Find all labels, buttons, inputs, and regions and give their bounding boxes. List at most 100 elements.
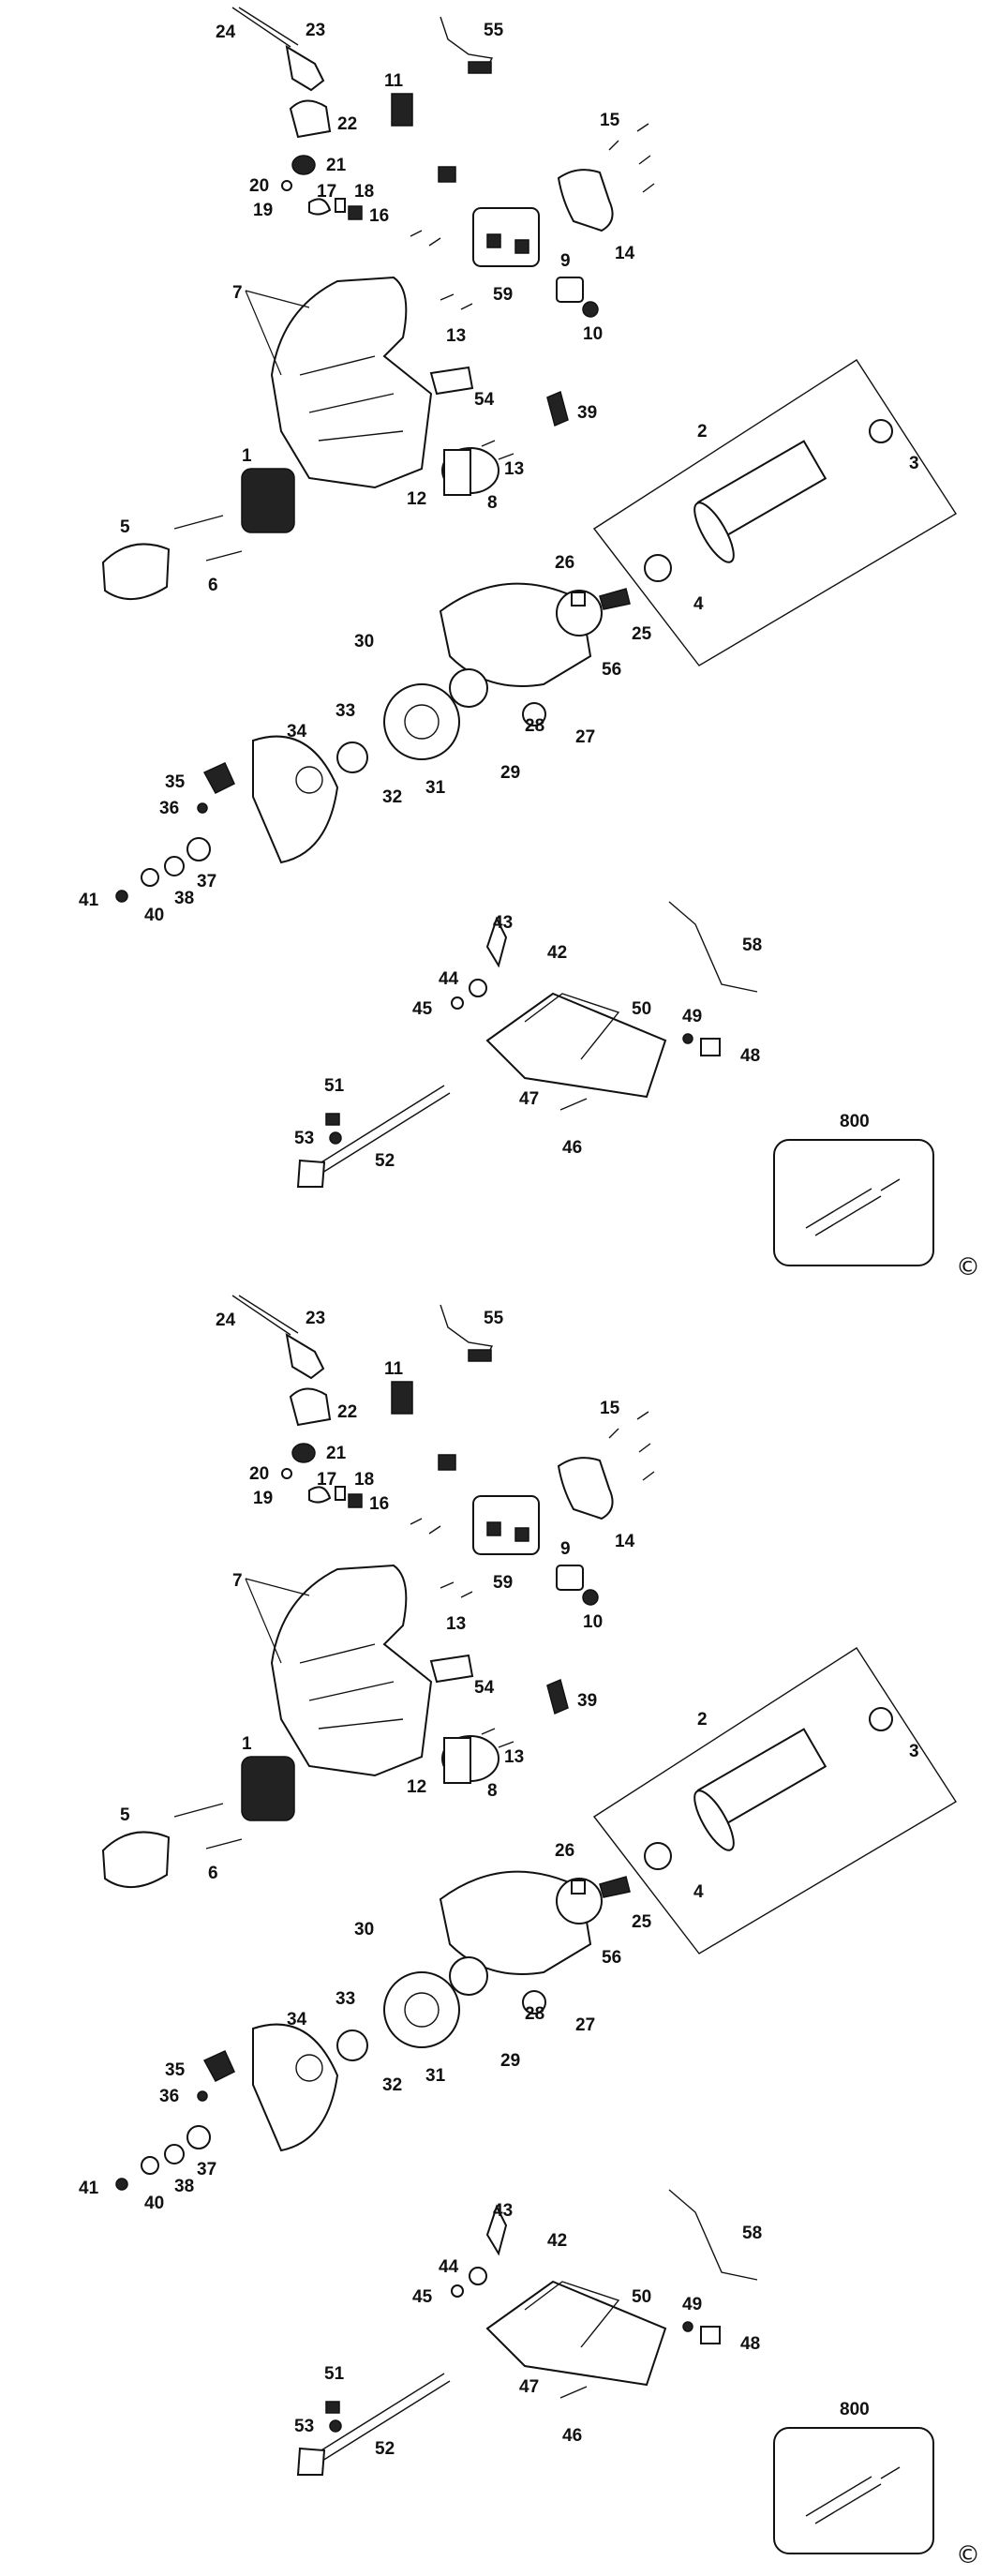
part-label: 35 xyxy=(165,2060,186,2080)
cord-clamp xyxy=(289,99,332,139)
motor-housing xyxy=(270,1564,433,1777)
flange-38 xyxy=(164,856,185,876)
base-shoe xyxy=(485,2280,667,2387)
shoe-bracket xyxy=(524,2281,620,2348)
part-label: 17 xyxy=(317,1470,336,1490)
lever-43 xyxy=(485,2204,508,2256)
part-label: 39 xyxy=(577,403,597,423)
carbon-brush-b xyxy=(514,1527,529,1542)
kit-contents xyxy=(805,1178,901,1236)
part-8-body xyxy=(443,449,471,496)
part-label: 19 xyxy=(253,201,273,220)
part-label: 29 xyxy=(500,763,520,783)
lower-guard xyxy=(252,735,339,864)
part-label: 10 xyxy=(583,1612,603,1632)
screws-13 xyxy=(410,1518,473,1598)
label-plate xyxy=(429,366,474,396)
o-ring-56 xyxy=(556,1878,603,1925)
part-label: 47 xyxy=(519,2377,539,2397)
base-shoe xyxy=(485,992,667,1099)
part-label: 59 xyxy=(493,285,513,305)
part-label: 27 xyxy=(575,2015,595,2035)
part-48 xyxy=(700,1038,721,1056)
part-label: 800 xyxy=(840,2400,870,2419)
rip-fence-bar xyxy=(308,2373,451,2466)
part-label: 24 xyxy=(216,1310,236,1330)
part-label: 9 xyxy=(560,1539,571,1559)
part-label: 23 xyxy=(306,21,325,40)
part-49 xyxy=(682,2321,693,2332)
part-label: 59 xyxy=(493,1573,513,1593)
part-label: 8 xyxy=(487,1781,498,1801)
o-ring-30 xyxy=(449,668,488,708)
part-label: 38 xyxy=(174,889,194,908)
part-label: 6 xyxy=(208,1864,218,1883)
o-ring-56 xyxy=(556,590,603,637)
armature-box xyxy=(592,359,957,666)
part-label: 51 xyxy=(324,1076,345,1096)
rip-fence-bar xyxy=(308,1085,451,1178)
housing-ribs xyxy=(299,1643,404,1730)
part-label: 7 xyxy=(232,283,243,303)
part-label: 4 xyxy=(693,1882,704,1902)
part-label: 17 xyxy=(317,182,336,202)
motor-cover xyxy=(101,1831,171,1889)
long-screws-6 xyxy=(173,515,243,562)
part-label: 5 xyxy=(120,1805,130,1825)
power-cord xyxy=(231,7,299,48)
copyright-mark: © xyxy=(956,1253,980,1281)
part-label: 58 xyxy=(742,936,762,955)
part-label: 1 xyxy=(242,446,252,466)
part-label: 30 xyxy=(354,632,374,651)
part-label: 28 xyxy=(525,716,544,736)
switch xyxy=(391,93,413,127)
part-shapes xyxy=(101,1295,957,2554)
part-label: 40 xyxy=(144,906,164,925)
part-label: 21 xyxy=(326,1444,347,1463)
part-shapes xyxy=(101,7,957,1266)
bearing-3 xyxy=(869,419,893,443)
terminal-block xyxy=(438,1454,456,1471)
part-label: 13 xyxy=(446,1614,466,1634)
part-28 xyxy=(522,702,546,726)
part-label: 45 xyxy=(412,2287,433,2307)
motor-housing xyxy=(270,276,433,489)
diagram-sheet-1: 24 23 55 11 22 21 20 17 18 19 16 15 14 9… xyxy=(79,7,980,1281)
part-label: 6 xyxy=(208,576,218,595)
pin-46 xyxy=(559,2386,588,2399)
knob-51 xyxy=(325,1113,340,1126)
part-label: 36 xyxy=(159,2087,179,2106)
part-label: 16 xyxy=(369,1494,389,1514)
brush-holder xyxy=(335,1486,346,1501)
rip-fence-head xyxy=(296,1159,326,1188)
strain-relief xyxy=(291,155,316,175)
lower-guard xyxy=(252,2023,339,2152)
part-label: 37 xyxy=(197,2160,216,2179)
part-label: 26 xyxy=(555,553,574,573)
part-label: 48 xyxy=(740,1046,760,1066)
part-label: 19 xyxy=(253,1489,273,1508)
housing-ribs xyxy=(299,355,404,442)
screw-36 xyxy=(197,802,208,814)
part-label: 50 xyxy=(632,2287,651,2307)
part-28 xyxy=(522,1990,546,2014)
part-label: 13 xyxy=(446,326,466,346)
part-label: 56 xyxy=(602,660,621,680)
part-label: 18 xyxy=(354,182,374,202)
handle-cover xyxy=(557,169,614,232)
leader-7 xyxy=(245,290,310,376)
part-label: 32 xyxy=(382,2075,402,2095)
washer-37 xyxy=(186,2125,211,2149)
lever-35 xyxy=(202,762,235,794)
part-label: 31 xyxy=(425,2066,446,2086)
part-label: 1 xyxy=(242,1734,252,1754)
part-label: 51 xyxy=(324,2364,345,2384)
leader-7 xyxy=(245,1578,310,1664)
part-label: 53 xyxy=(294,1129,314,1148)
part-label: 50 xyxy=(632,999,651,1019)
washer-44 xyxy=(469,2267,487,2285)
part-label: 12 xyxy=(407,1777,426,1797)
brush-holder xyxy=(335,198,346,213)
part-label: 56 xyxy=(602,1948,621,1968)
cord-clamp xyxy=(289,1387,332,1427)
